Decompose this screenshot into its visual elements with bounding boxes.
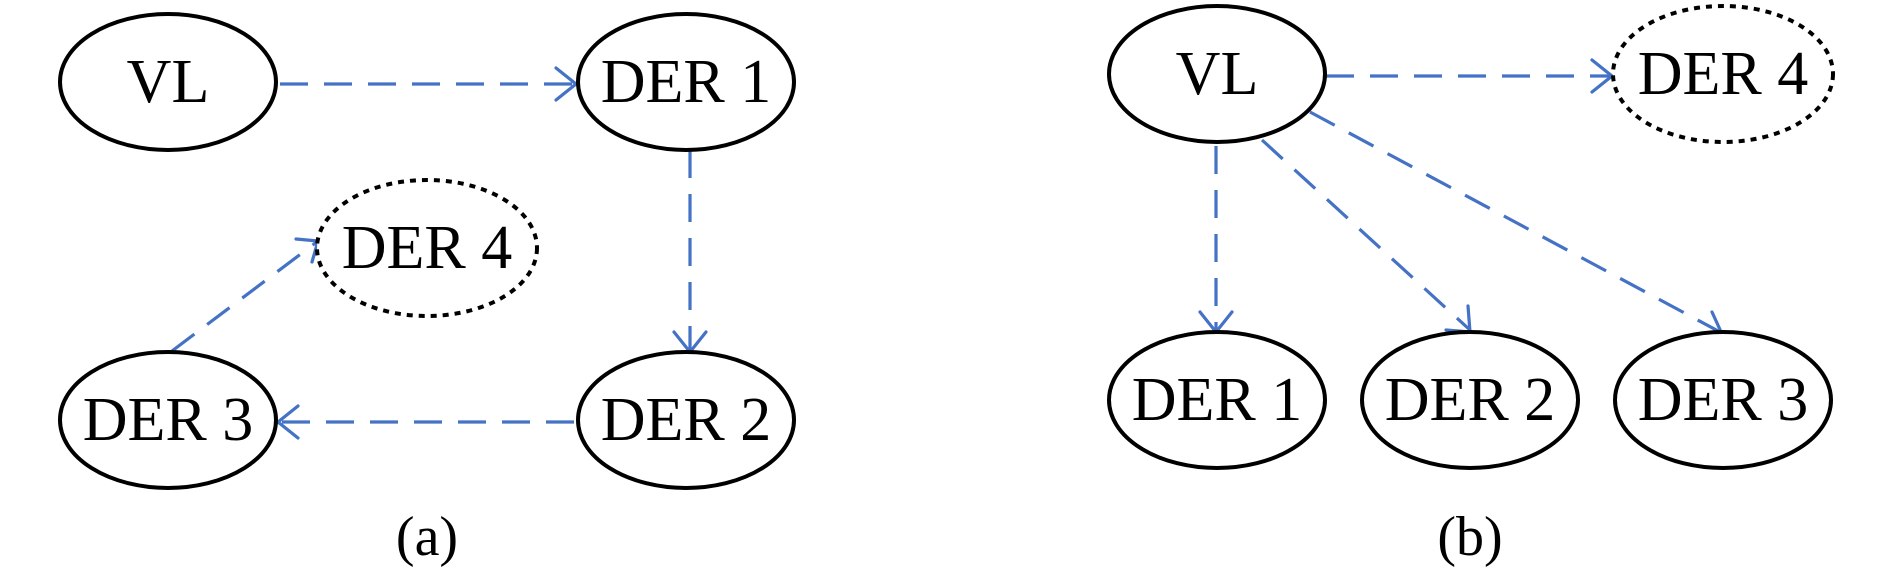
node-der3: DER 3 — [1613, 330, 1833, 470]
node-der1: DER 1 — [576, 12, 796, 152]
edge-vl-to-der4 — [1326, 58, 1614, 94]
node-label-der3: DER 3 — [1638, 366, 1809, 434]
node-label-der2: DER 2 — [601, 386, 772, 454]
node-vl: VL — [1107, 4, 1327, 144]
edge-der1-to-der2 — [672, 150, 708, 354]
edge-vl-to-der1 — [1198, 146, 1234, 334]
node-label-der3: DER 3 — [83, 386, 254, 454]
node-label-der2: DER 2 — [1385, 366, 1556, 434]
edge-vl-to-der2 — [1260, 138, 1472, 334]
node-label-vl: VL — [1176, 40, 1259, 108]
node-label-der4: DER 4 — [342, 214, 513, 282]
edge-vl-to-der3 — [1309, 110, 1724, 338]
node-label-der4: DER 4 — [1638, 40, 1809, 108]
node-der2: DER 2 — [576, 350, 796, 490]
node-label-der1: DER 1 — [1132, 366, 1303, 434]
caption-a: (a) — [396, 506, 458, 568]
node-vl: VL — [58, 12, 278, 152]
caption-b: (b) — [1437, 506, 1502, 568]
node-der4: DER 4 — [1611, 4, 1835, 144]
edge-vl-to-der1 — [280, 66, 578, 102]
panel-b: VL DER 4 DER 1 DER 2 DER 3 (b) — [1107, 4, 1835, 568]
node-der1: DER 1 — [1107, 330, 1327, 470]
node-label-der1: DER 1 — [601, 48, 772, 116]
edge-der3-to-der4 — [171, 237, 320, 353]
node-der2: DER 2 — [1360, 330, 1580, 470]
panel-a: VL DER 1 DER 4 DER 3 DER 2 (a) — [58, 12, 796, 568]
node-label-vl: VL — [127, 48, 210, 116]
node-der4: DER 4 — [315, 178, 539, 318]
node-der3: DER 3 — [58, 350, 278, 490]
edge-der2-to-der3 — [276, 404, 574, 440]
